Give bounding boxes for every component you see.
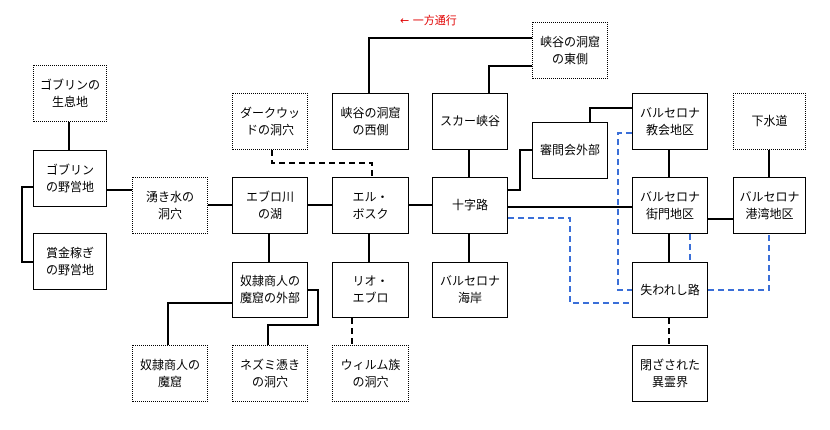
connector-line bbox=[271, 150, 373, 177]
connector-line bbox=[708, 234, 770, 291]
location-rat-cave[interactable]: ネズミ憑き の洞穴 bbox=[232, 345, 308, 402]
one-way-legend: ← 一方通行 bbox=[400, 14, 457, 27]
location-scar-canyon[interactable]: スカー峡谷 bbox=[432, 93, 508, 150]
location-ebro-lake[interactable]: エブロ川 の湖 bbox=[232, 177, 308, 234]
connector-line bbox=[167, 302, 232, 345]
location-order-outside[interactable]: 審問会外部 bbox=[532, 122, 608, 179]
connector-line bbox=[267, 289, 319, 345]
location-sewer[interactable]: 下水道 bbox=[733, 93, 806, 150]
connector-line bbox=[589, 107, 632, 122]
location-canyon-east[interactable]: 峡谷の洞窟 の東側 bbox=[532, 22, 608, 79]
location-sealed-realm[interactable]: 閉ざされた 異霊界 bbox=[632, 345, 708, 402]
location-goblin-camp[interactable]: ゴブリン の野営地 bbox=[33, 150, 107, 207]
location-slave-outside[interactable]: 奴隷商人の 魔窟の外部 bbox=[232, 262, 308, 318]
solid-connections bbox=[21, 37, 770, 345]
location-goblin-habitat[interactable]: ゴブリンの 生息地 bbox=[33, 65, 107, 122]
location-harbor-district[interactable]: バルセロナ 港湾地区 bbox=[733, 177, 806, 234]
connector-line bbox=[508, 149, 532, 191]
location-el-bosque[interactable]: エル・ ボスク bbox=[332, 177, 409, 234]
location-dark-cave[interactable]: ダークウッ ドの洞穴 bbox=[232, 93, 308, 150]
connector-line bbox=[368, 37, 532, 93]
location-lost-road[interactable]: 失われし路 bbox=[632, 262, 708, 318]
location-slave-den[interactable]: 奴隷商人の 魔窟 bbox=[132, 345, 208, 402]
location-crossroads[interactable]: 十字路 bbox=[432, 177, 508, 234]
connector-line bbox=[488, 65, 532, 93]
location-church-district[interactable]: バルセロナ 教会地区 bbox=[632, 93, 708, 150]
dashed-connections bbox=[271, 150, 670, 345]
location-barcelona-coast[interactable]: バルセロナ 海岸 bbox=[432, 262, 508, 318]
connector-line bbox=[617, 132, 632, 291]
location-spring-cave[interactable]: 湧き水の 洞穴 bbox=[132, 177, 208, 234]
connector-line bbox=[508, 217, 632, 304]
connector-line bbox=[21, 186, 33, 263]
location-canyon-west[interactable]: 峡谷の洞窟 の西側 bbox=[332, 93, 409, 150]
location-rio-ebro[interactable]: リオ・ エブロ bbox=[332, 262, 409, 318]
blue-connections bbox=[508, 132, 770, 304]
location-bounty-camp[interactable]: 賞金稼ぎ の野営地 bbox=[33, 233, 107, 290]
location-willum-cave[interactable]: ウィルム族 の洞穴 bbox=[332, 345, 409, 402]
location-gate-district[interactable]: バルセロナ 街門地区 bbox=[632, 177, 708, 234]
